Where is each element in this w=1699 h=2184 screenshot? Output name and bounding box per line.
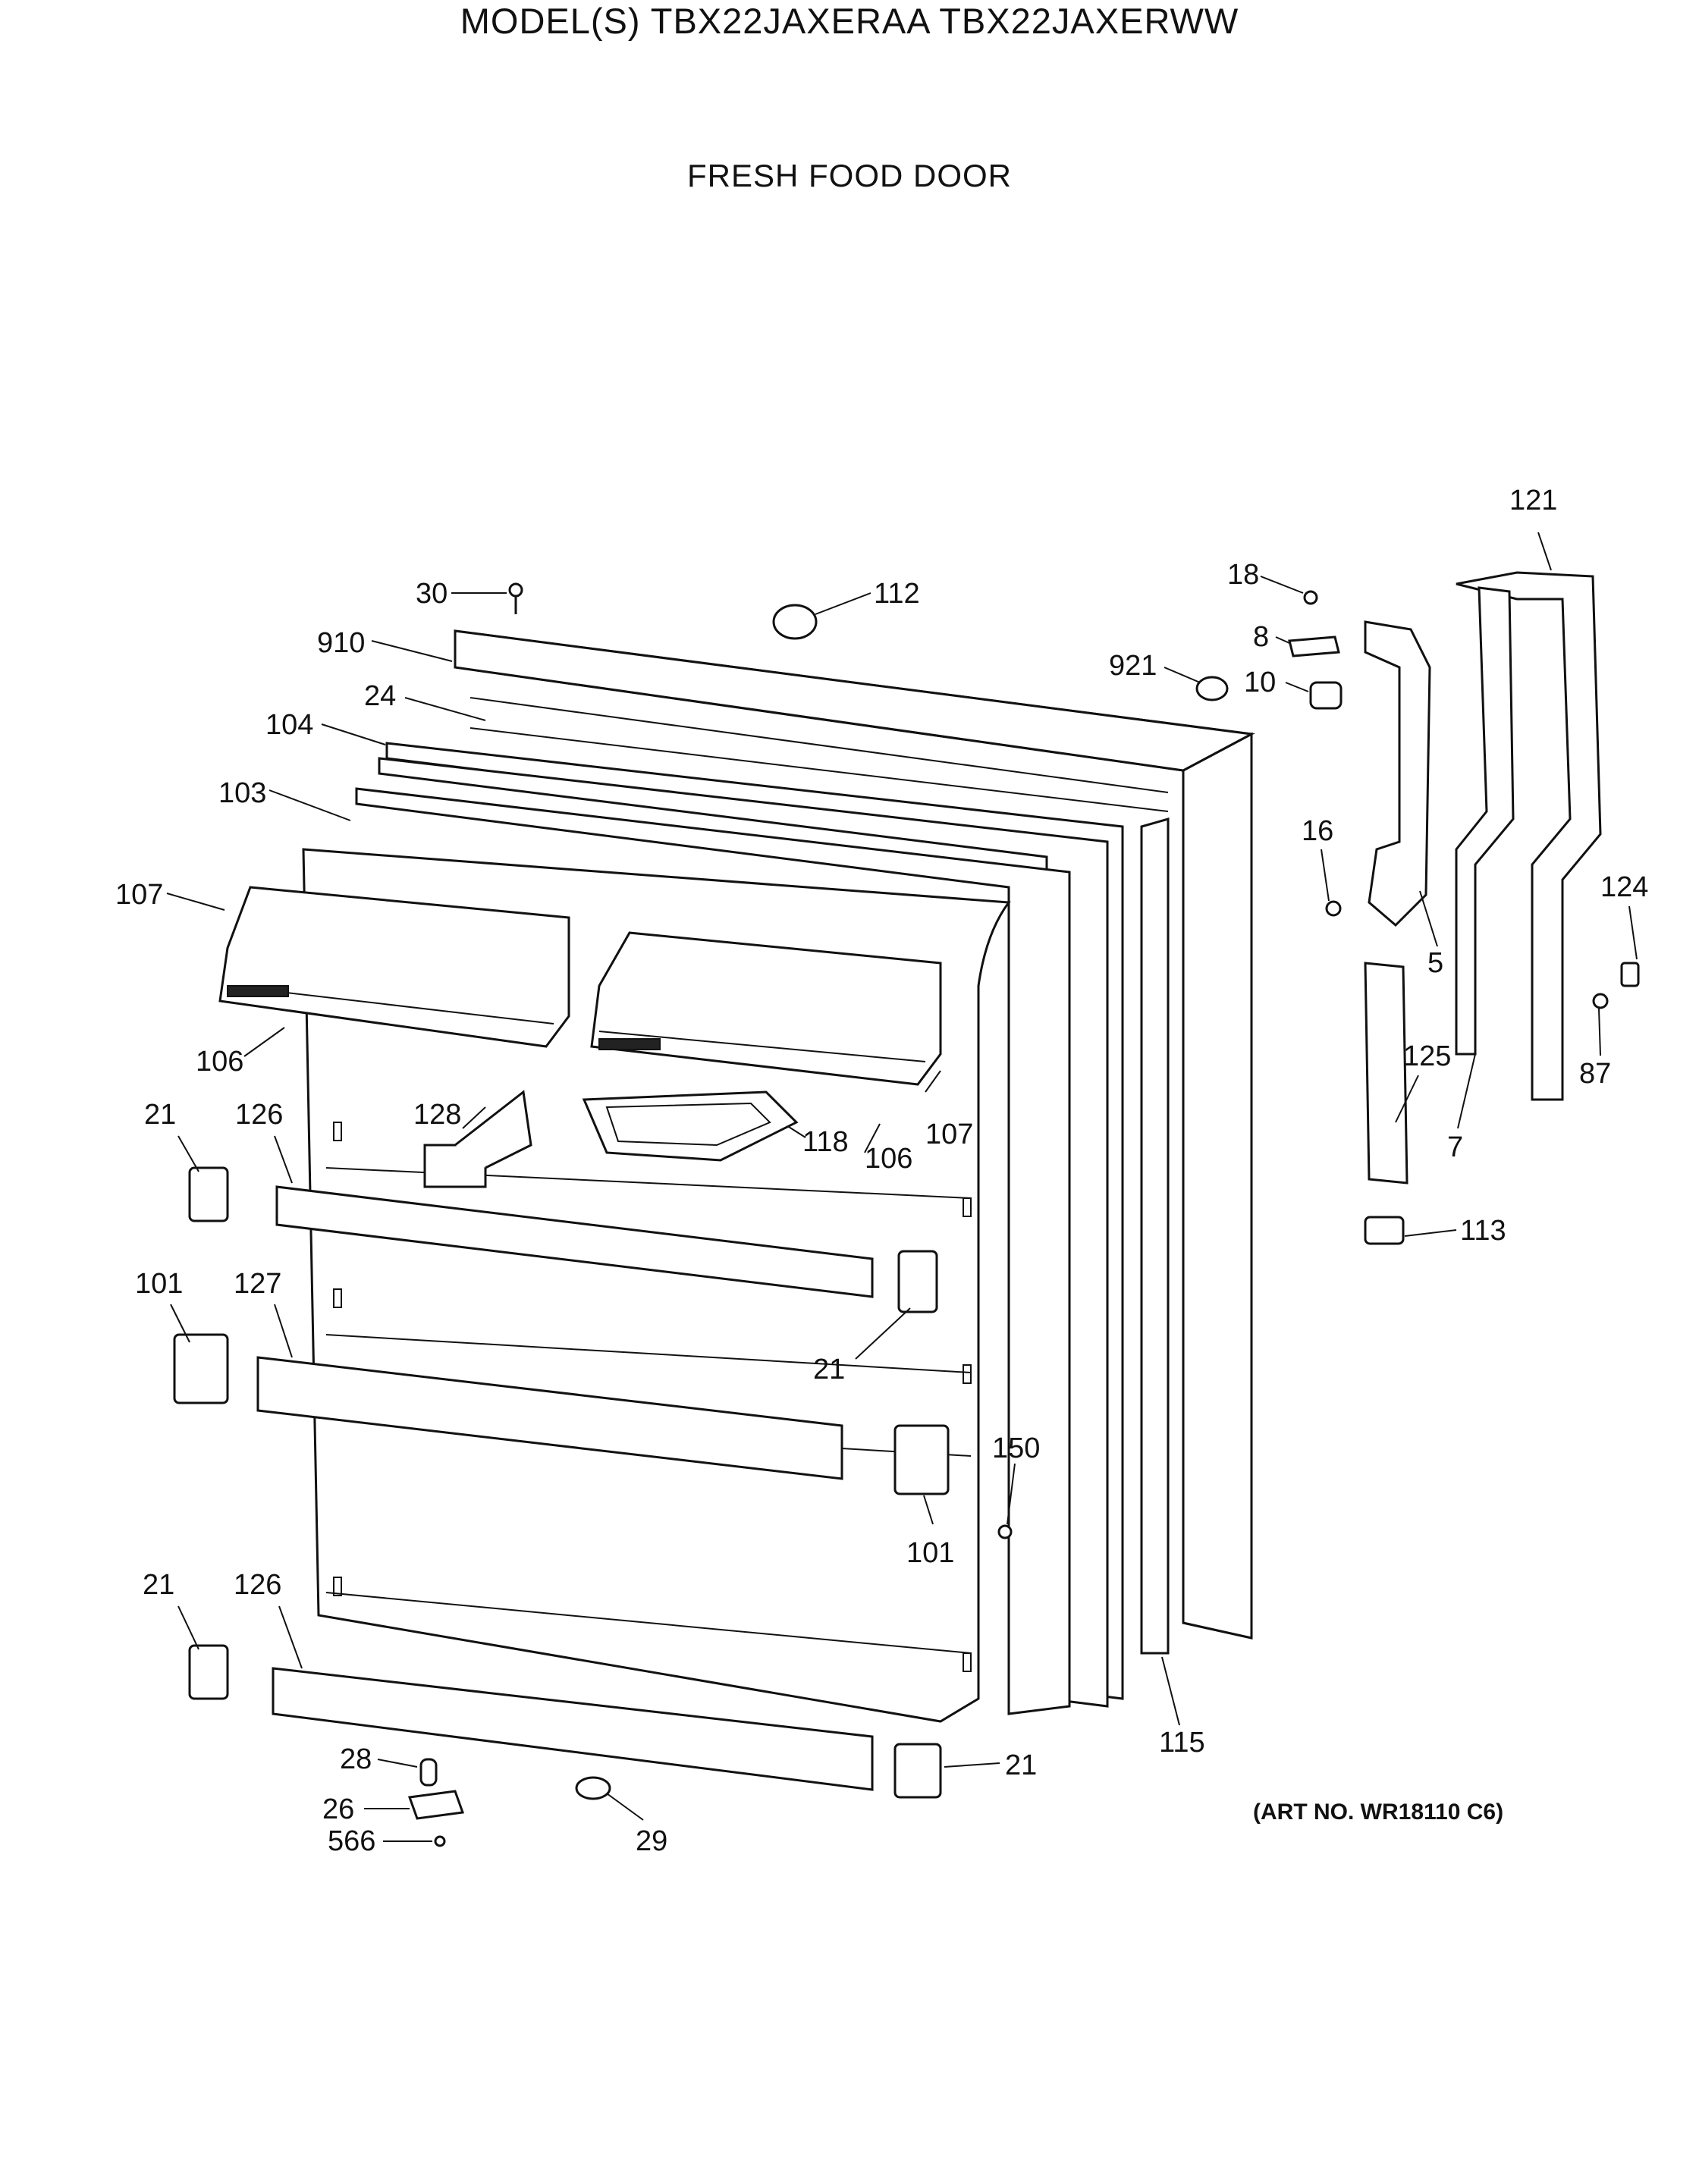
hinge-hardware <box>1288 590 1431 1245</box>
art-number: (ART NO. WR18110 C6) <box>1253 1800 1504 1825</box>
end-caps <box>173 1166 950 1799</box>
section-title: FRESH FOOD DOOR <box>686 158 1012 193</box>
callout-label: 7 <box>1447 1131 1463 1163</box>
callout-label: 150 <box>992 1432 1040 1464</box>
door-liner <box>355 787 1071 1715</box>
callout-label: 87 <box>1579 1058 1611 1090</box>
hinge-cover <box>1455 571 1640 1101</box>
callout-label: 106 <box>196 1046 243 1078</box>
callout-label: 8 <box>1253 621 1269 653</box>
door-rail-upper <box>275 1185 874 1298</box>
dairy-compartment-right <box>590 931 942 1086</box>
callout-label: 21 <box>143 1569 174 1601</box>
outer-door-panel <box>454 629 1255 1640</box>
callout-label: 16 <box>1302 815 1333 847</box>
callout-label: 115 <box>1159 1727 1205 1759</box>
gasket-strip-115 <box>1140 817 1170 1655</box>
callout-label: 910 <box>317 627 365 659</box>
callout-label: 104 <box>265 709 313 741</box>
callout-label: 124 <box>1600 871 1648 903</box>
callout-label: 126 <box>235 1099 283 1131</box>
callout-label: 24 <box>364 680 396 712</box>
callout-label: 128 <box>413 1099 461 1131</box>
callout-label: 101 <box>906 1537 954 1569</box>
callout-label: 127 <box>234 1268 281 1300</box>
callout-label: 18 <box>1227 559 1259 591</box>
callout-label: 28 <box>340 1743 372 1775</box>
door-rail-lower <box>272 1667 874 1791</box>
callout-label: 21 <box>144 1099 176 1131</box>
callout-label: 29 <box>636 1825 667 1857</box>
callout-label: 118 <box>802 1126 849 1158</box>
leader-lines <box>166 532 1638 1842</box>
callout-label: 103 <box>218 777 266 809</box>
callout-label: 26 <box>322 1793 354 1825</box>
callout-label: 106 <box>865 1143 912 1175</box>
callout-label: 107 <box>925 1119 973 1150</box>
callout-label: 126 <box>234 1569 281 1601</box>
callout-label: 921 <box>1109 650 1157 682</box>
callout-label: 125 <box>1403 1040 1451 1072</box>
callout-label: 10 <box>1244 667 1276 698</box>
callout-labels: 30 112 910 24 104 103 107 106 128 118 10… <box>115 485 1648 1857</box>
callout-label: 107 <box>115 879 163 911</box>
callout-label: 121 <box>1509 485 1557 516</box>
door-rail-middle <box>256 1356 843 1480</box>
bracket-128 <box>423 1090 532 1188</box>
dairy-compartment-left <box>218 886 570 1048</box>
callout-label: 113 <box>1460 1215 1506 1247</box>
callout-label: 21 <box>1005 1749 1037 1781</box>
callout-label: 566 <box>328 1825 375 1857</box>
callout-label: 5 <box>1427 947 1443 979</box>
callout-label: 101 <box>135 1268 183 1300</box>
small-hardware <box>407 582 1229 1847</box>
callout-label: 30 <box>416 578 448 610</box>
callout-label: 21 <box>813 1354 845 1385</box>
callout-label: 112 <box>874 578 920 610</box>
model-title: MODEL(S) TBX22JAXERAA TBX22JAXERWW <box>460 1 1239 41</box>
egg-tray <box>582 1090 799 1162</box>
